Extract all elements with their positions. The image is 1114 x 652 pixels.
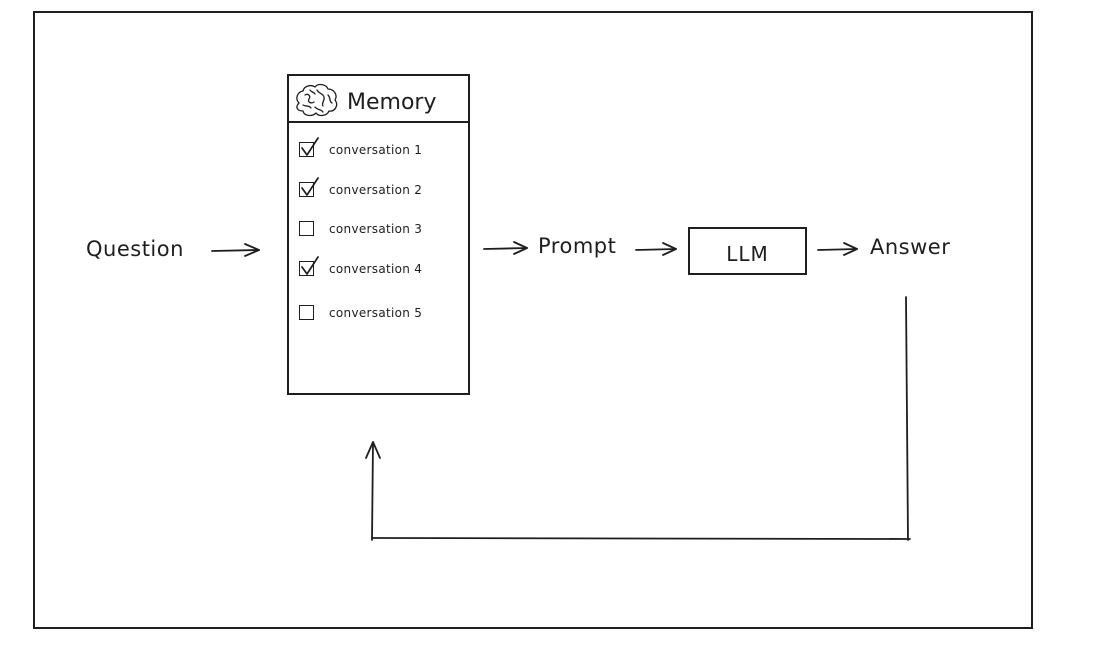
arrow-llm-to-answer bbox=[817, 242, 858, 256]
memory-panel: Memory conversation 1 conversation 2 con… bbox=[287, 74, 470, 395]
check-icon bbox=[301, 137, 319, 156]
llm-label: LLM bbox=[726, 242, 769, 266]
conversation-label: conversation 4 bbox=[329, 262, 423, 276]
prompt-label: Prompt bbox=[538, 234, 617, 258]
feedback-loop-arrow bbox=[365, 296, 911, 541]
diagram-frame bbox=[33, 11, 1033, 629]
llm-box: LLM bbox=[688, 227, 807, 275]
arrow-prompt-to-llm bbox=[635, 242, 677, 256]
checkbox-unchecked[interactable] bbox=[299, 305, 314, 320]
brain-icon bbox=[293, 81, 341, 123]
checkbox-unchecked[interactable] bbox=[299, 221, 314, 236]
memory-header: Memory bbox=[289, 76, 468, 123]
conversation-label: conversation 5 bbox=[329, 306, 423, 320]
conversation-label: conversation 2 bbox=[329, 183, 423, 197]
arrow-memory-to-prompt bbox=[483, 241, 528, 255]
check-icon bbox=[301, 177, 319, 196]
answer-label: Answer bbox=[870, 235, 951, 259]
question-label: Question bbox=[86, 237, 184, 261]
conversation-label: conversation 3 bbox=[329, 222, 423, 236]
checkbox-checked[interactable] bbox=[299, 177, 319, 197]
conversation-label: conversation 1 bbox=[329, 143, 423, 157]
checkbox-checked[interactable] bbox=[299, 137, 319, 157]
memory-title: Memory bbox=[347, 90, 437, 115]
checkbox-checked[interactable] bbox=[299, 256, 319, 276]
arrow-question-to-memory bbox=[211, 243, 260, 257]
check-icon bbox=[301, 256, 319, 275]
